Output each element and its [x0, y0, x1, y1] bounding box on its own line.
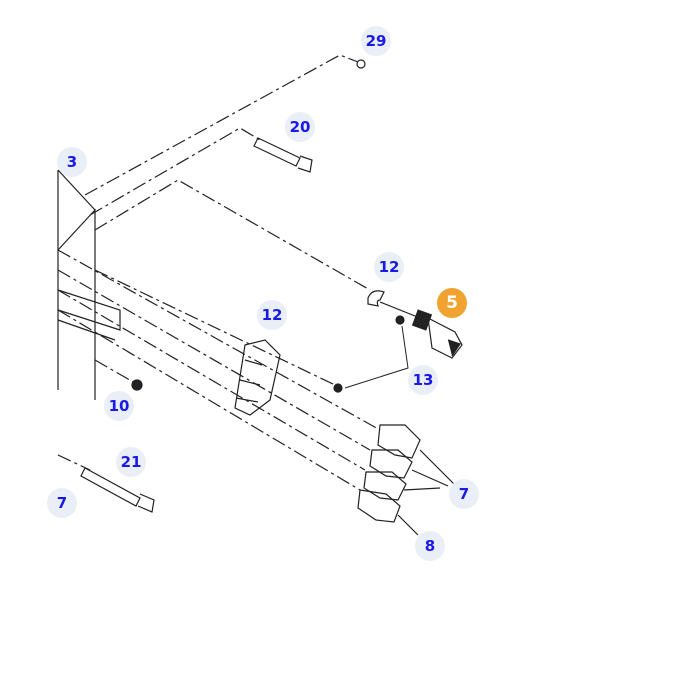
- part-21-bolt: [80, 467, 155, 513]
- callout-7[interactable]: 7: [449, 479, 479, 509]
- frame-slot: [57, 289, 121, 341]
- part-20-bolt: [253, 137, 313, 173]
- part-13-screw: [333, 383, 343, 393]
- part-12-clip: [367, 290, 385, 307]
- callout-7-partial[interactable]: 7: [47, 488, 77, 518]
- part-10-nut: [131, 379, 143, 391]
- callout-5-highlighted[interactable]: 5: [437, 288, 467, 318]
- callout-8[interactable]: 8: [415, 531, 445, 561]
- callout-29[interactable]: 29: [361, 26, 391, 56]
- part-13-screw: [395, 315, 405, 325]
- callout-21[interactable]: 21: [116, 447, 146, 477]
- callout-13[interactable]: 13: [408, 365, 438, 395]
- leader-lines: [57, 54, 381, 491]
- part-5-connector: [411, 309, 463, 359]
- callout-3[interactable]: 3: [57, 147, 87, 177]
- part-12-bracket: [234, 339, 281, 416]
- callout-12[interactable]: 12: [374, 252, 404, 282]
- frame-outline: [57, 169, 96, 400]
- part-5-stem: [379, 301, 421, 319]
- part-29: [356, 59, 366, 69]
- callout-10[interactable]: 10: [104, 391, 134, 421]
- part-7-connectors: [357, 424, 456, 536]
- callout-20[interactable]: 20: [285, 112, 315, 142]
- callout-12[interactable]: 12: [257, 300, 287, 330]
